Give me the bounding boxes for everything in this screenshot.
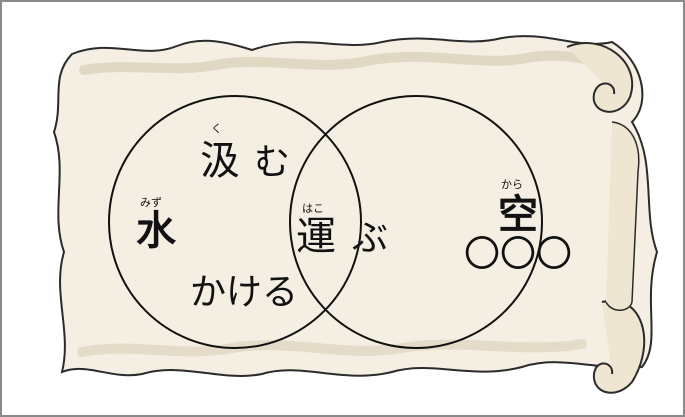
scroll-curl-top-right: [566, 42, 633, 113]
venn-left-circle: [108, 95, 362, 349]
venn-right-circle: [289, 95, 543, 349]
right-set-blank-circles: 〇〇〇: [464, 234, 572, 275]
parchment-scroll: [52, 35, 659, 394]
right-set-reading: から: [501, 178, 523, 191]
item-hakobu-kanji: 運: [296, 214, 336, 260]
right-set-label: 空: [498, 192, 538, 238]
item-hakobu-reading: はこ: [302, 202, 324, 215]
scroll-paper: [52, 35, 659, 377]
scroll-right-roll: [605, 121, 640, 311]
scroll-shading-top: [79, 50, 627, 79]
scroll-shading-bottom: [77, 339, 587, 357]
left-set-label: 水: [136, 208, 177, 254]
item-hakobu-kana: ぶ: [352, 218, 388, 259]
left-set-reading: みず: [140, 196, 162, 209]
item-kumu-reading: く: [211, 122, 222, 135]
scroll-curl-bottom-right: [592, 299, 646, 394]
item-kumu-kana: む: [254, 142, 290, 183]
item-kumu-kanji: 汲: [200, 138, 240, 184]
item-kakeru: かける: [190, 272, 298, 313]
